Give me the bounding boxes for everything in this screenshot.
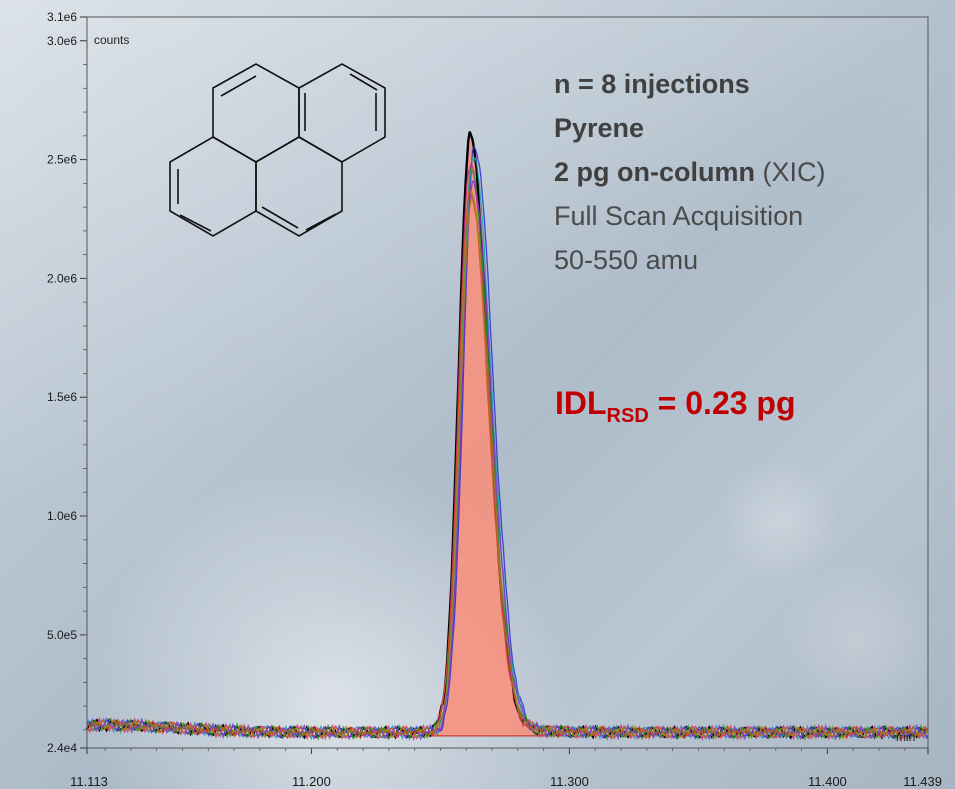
x-tick-label-3: 11.400	[808, 774, 847, 789]
x-axis-unit-label: min	[896, 730, 915, 744]
idl-label: IDL	[555, 385, 607, 421]
y-tick-label-5: 1.0e6	[47, 509, 77, 523]
injections-text: n = 8 injections	[554, 69, 750, 99]
trace-injection-6	[86, 179, 929, 741]
idl-result: IDLRSD = 0.23 pg	[555, 385, 796, 428]
x-tick-label-0: 11.113	[70, 774, 108, 789]
amount-line: 2 pg on-column (XIC)	[554, 150, 825, 194]
idl-subscript: RSD	[606, 405, 649, 427]
x-tick-label-2: 11.300	[550, 774, 589, 789]
y-tick-label-2: 2.5e6	[47, 153, 77, 167]
idl-value: = 0.23 pg	[648, 385, 796, 421]
amount-method-text: (XIC)	[754, 157, 826, 187]
mass-range-text: 50-550 amu	[554, 245, 699, 275]
trace-injection-8	[86, 191, 929, 740]
y-tick-label-6: 5.0e5	[47, 628, 77, 642]
y-tick-label-1: 3.0e6	[47, 34, 77, 48]
y-tick-label-4: 1.5e6	[47, 390, 77, 404]
y-tick-label-7: 2.4e4	[47, 741, 77, 755]
compound-text: Pyrene	[554, 113, 645, 143]
pyrene-structure-icon	[169, 63, 386, 237]
x-tick-label-4: 11.439	[903, 774, 942, 789]
annotation-block: n = 8 injections Pyrene 2 pg on-column (…	[554, 62, 825, 282]
y-tick-label-0: 3.1e6	[47, 10, 77, 24]
y-tick-label-3: 2.0e6	[47, 271, 77, 285]
x-tick-label-1: 11.200	[292, 774, 331, 789]
y-axis-unit-label: counts	[94, 33, 129, 47]
amount-text: 2 pg on-column	[554, 157, 755, 187]
acquisition-text: Full Scan Acquisition	[554, 201, 804, 231]
